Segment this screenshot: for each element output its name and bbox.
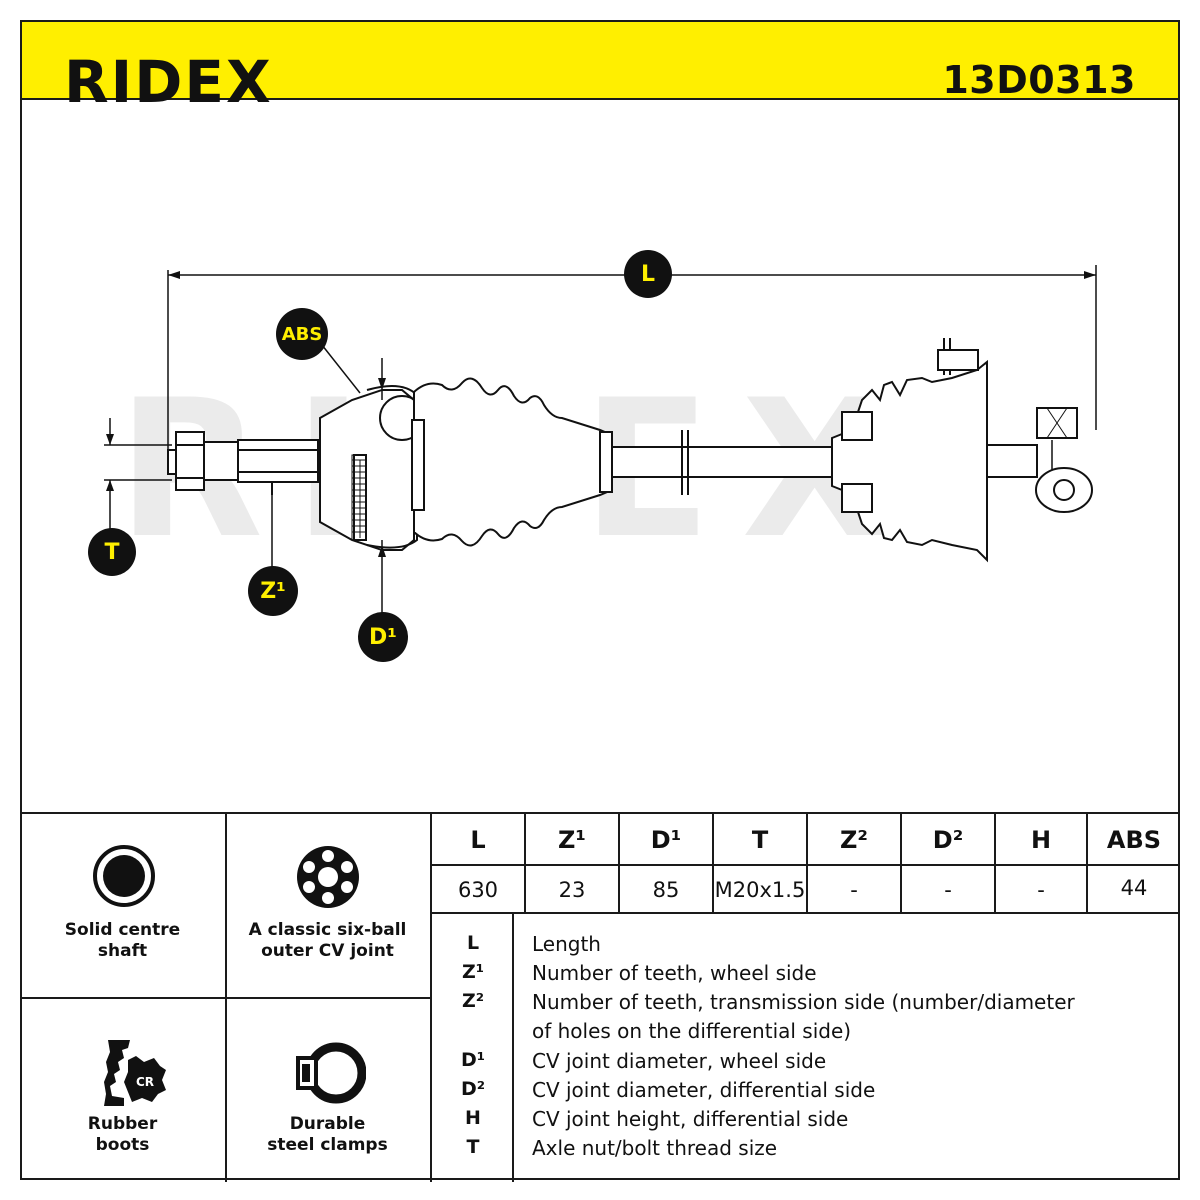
part-number: 13D0313 — [942, 58, 1136, 102]
legend-symbol: D² — [460, 1078, 486, 1100]
legend-text: CV joint height, differential side — [532, 1107, 849, 1131]
drive-shaft-drawing: RIDEX — [22, 100, 1178, 812]
outer-boot — [411, 377, 613, 547]
legend-symbol: Z² — [461, 990, 485, 1012]
callout-t: T — [88, 528, 136, 576]
spec-header-z1: Z¹ — [558, 826, 586, 854]
svg-text:RIDEX: RIDEX — [64, 50, 273, 110]
spec-value-t: M20x1.5 — [714, 878, 806, 902]
axle-nut — [167, 431, 239, 491]
legend-symbol: D¹ — [460, 1049, 486, 1071]
spec-table: L Z¹ D¹ T Z² D² H ABS 630 23 85 M20x1.5 … — [430, 814, 1180, 914]
inner-boot — [831, 338, 988, 563]
feature-steel-clamps: Durable steel clamps — [267, 1114, 388, 1155]
legend-symbol: Z¹ — [461, 961, 485, 983]
centre-shaft — [611, 430, 833, 495]
feature-six-ball-joint: A classic six-ball outer CV joint — [248, 920, 407, 961]
header-bar: RIDEX 13D0313 — [20, 20, 1180, 110]
steel-clamp-icon — [296, 1042, 366, 1104]
spec-value-z2: - — [850, 878, 858, 902]
svg-text:CR: CR — [136, 1075, 154, 1089]
feature-rubber-boots: Rubber boots — [87, 1114, 158, 1155]
spec-header-d2: D² — [932, 826, 964, 854]
spec-value-l: 630 — [457, 878, 499, 902]
spec-header-d1: D¹ — [650, 826, 682, 854]
spec-header-t: T — [751, 826, 769, 854]
legend: L Length Z¹ Number of teeth, wheel side … — [432, 914, 1180, 1182]
legend-text: Number of teeth, wheel side — [532, 961, 817, 985]
spec-value-z1: 23 — [558, 878, 586, 902]
abs-ring — [351, 454, 367, 541]
legend-text: Axle nut/bolt thread size — [532, 1136, 778, 1160]
callout-d1: D¹ — [358, 612, 408, 662]
info-panel: Solid centre shaft A classic six-ball ou… — [20, 812, 1180, 1182]
legend-text: Length — [532, 932, 601, 956]
feature-solid-shaft: Solid centre shaft — [64, 920, 181, 961]
rubber-boot-cr-icon: CR — [104, 1040, 166, 1106]
legend-text: of holes on the differential side) — [532, 1019, 852, 1043]
spec-header-abs: ABS — [1106, 826, 1162, 854]
legend-text: CV joint diameter, differential side — [532, 1078, 876, 1102]
callout-abs: ABS — [276, 308, 328, 360]
ridex-logo: RIDEX — [64, 50, 273, 110]
legend-text: Number of teeth, transmission side (numb… — [532, 990, 1075, 1014]
spec-value-d1: 85 — [652, 878, 680, 902]
legend-text: CV joint diameter, wheel side — [532, 1049, 827, 1073]
differential-stub — [986, 407, 1093, 513]
callout-z1: Z¹ — [248, 566, 298, 616]
drive-shaft-illustration: RIDEX — [104, 265, 1097, 620]
spec-value-abs: 44 — [1120, 876, 1148, 900]
legend-symbol: T — [466, 1136, 480, 1158]
outer-cv-joint — [319, 358, 425, 620]
solid-shaft-icon — [93, 845, 155, 907]
spec-header-h: H — [1030, 826, 1052, 854]
outer-frame — [20, 20, 1180, 1180]
legend-symbol: H — [465, 1107, 481, 1129]
callout-l: L — [624, 250, 672, 298]
legend-symbol: L — [466, 932, 480, 954]
spec-header-z2: Z² — [840, 826, 868, 854]
spec-value-d2: - — [944, 878, 952, 902]
six-ball-joint-icon — [297, 846, 359, 908]
spec-value-h: - — [1037, 878, 1045, 902]
spec-header-l: L — [470, 826, 486, 854]
